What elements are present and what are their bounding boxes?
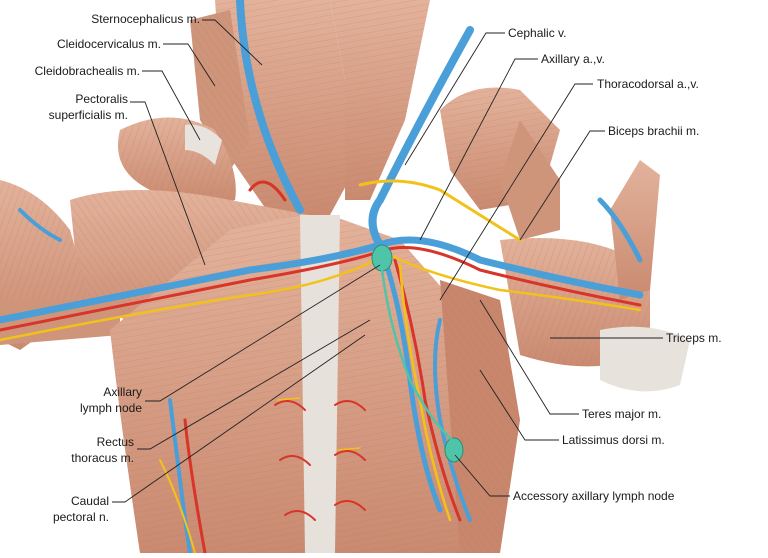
- label-cleidocervicalus: Cleidocervicalus m.: [56, 37, 161, 51]
- label-cleidobrachealis: Cleidobrachealis m.: [34, 64, 140, 78]
- intercostal-vessels: [274, 397, 366, 521]
- torso-muscles: [110, 215, 520, 553]
- lymph-nodes: [371, 244, 464, 463]
- leader-lines: [112, 19, 663, 503]
- label-axillary-node-line1: Axillary: [103, 385, 142, 399]
- arteries: [0, 180, 642, 555]
- right-forelimb: [440, 87, 690, 392]
- label-teres-major: Teres major m.: [582, 407, 662, 421]
- label-axillary-artery-vein: Axillary a.,v.: [541, 52, 605, 66]
- label-rectus-line1: Rectus: [96, 435, 134, 449]
- label-thoracodorsal: Thoracodorsal a.,v.: [597, 77, 699, 91]
- label-caudal-line1: Caudal: [70, 494, 109, 508]
- label-sternocephalicus: Sternocephalicus m.: [91, 12, 200, 26]
- label-rectus-line2: thoracus m.: [71, 451, 134, 465]
- label-caudal-line2: pectoral n.: [52, 510, 109, 524]
- label-latissimus-dorsi: Latissimus dorsi m.: [562, 433, 665, 447]
- label-triceps: Triceps m.: [666, 331, 722, 345]
- neck-muscles: [190, 0, 430, 215]
- label-pectoralis-line2: superficialis m.: [48, 108, 128, 122]
- veins: [0, 0, 644, 555]
- label-pectoralis-line1: Pectoralis: [75, 92, 128, 106]
- label-cephalic-vein: Cephalic v.: [508, 26, 567, 40]
- label-biceps-brachii: Biceps brachii m.: [608, 124, 700, 138]
- label-accessory-axillary-lymph-node: Accessory axillary lymph node: [513, 489, 675, 503]
- label-axillary-node-line2: lymph node: [79, 401, 142, 415]
